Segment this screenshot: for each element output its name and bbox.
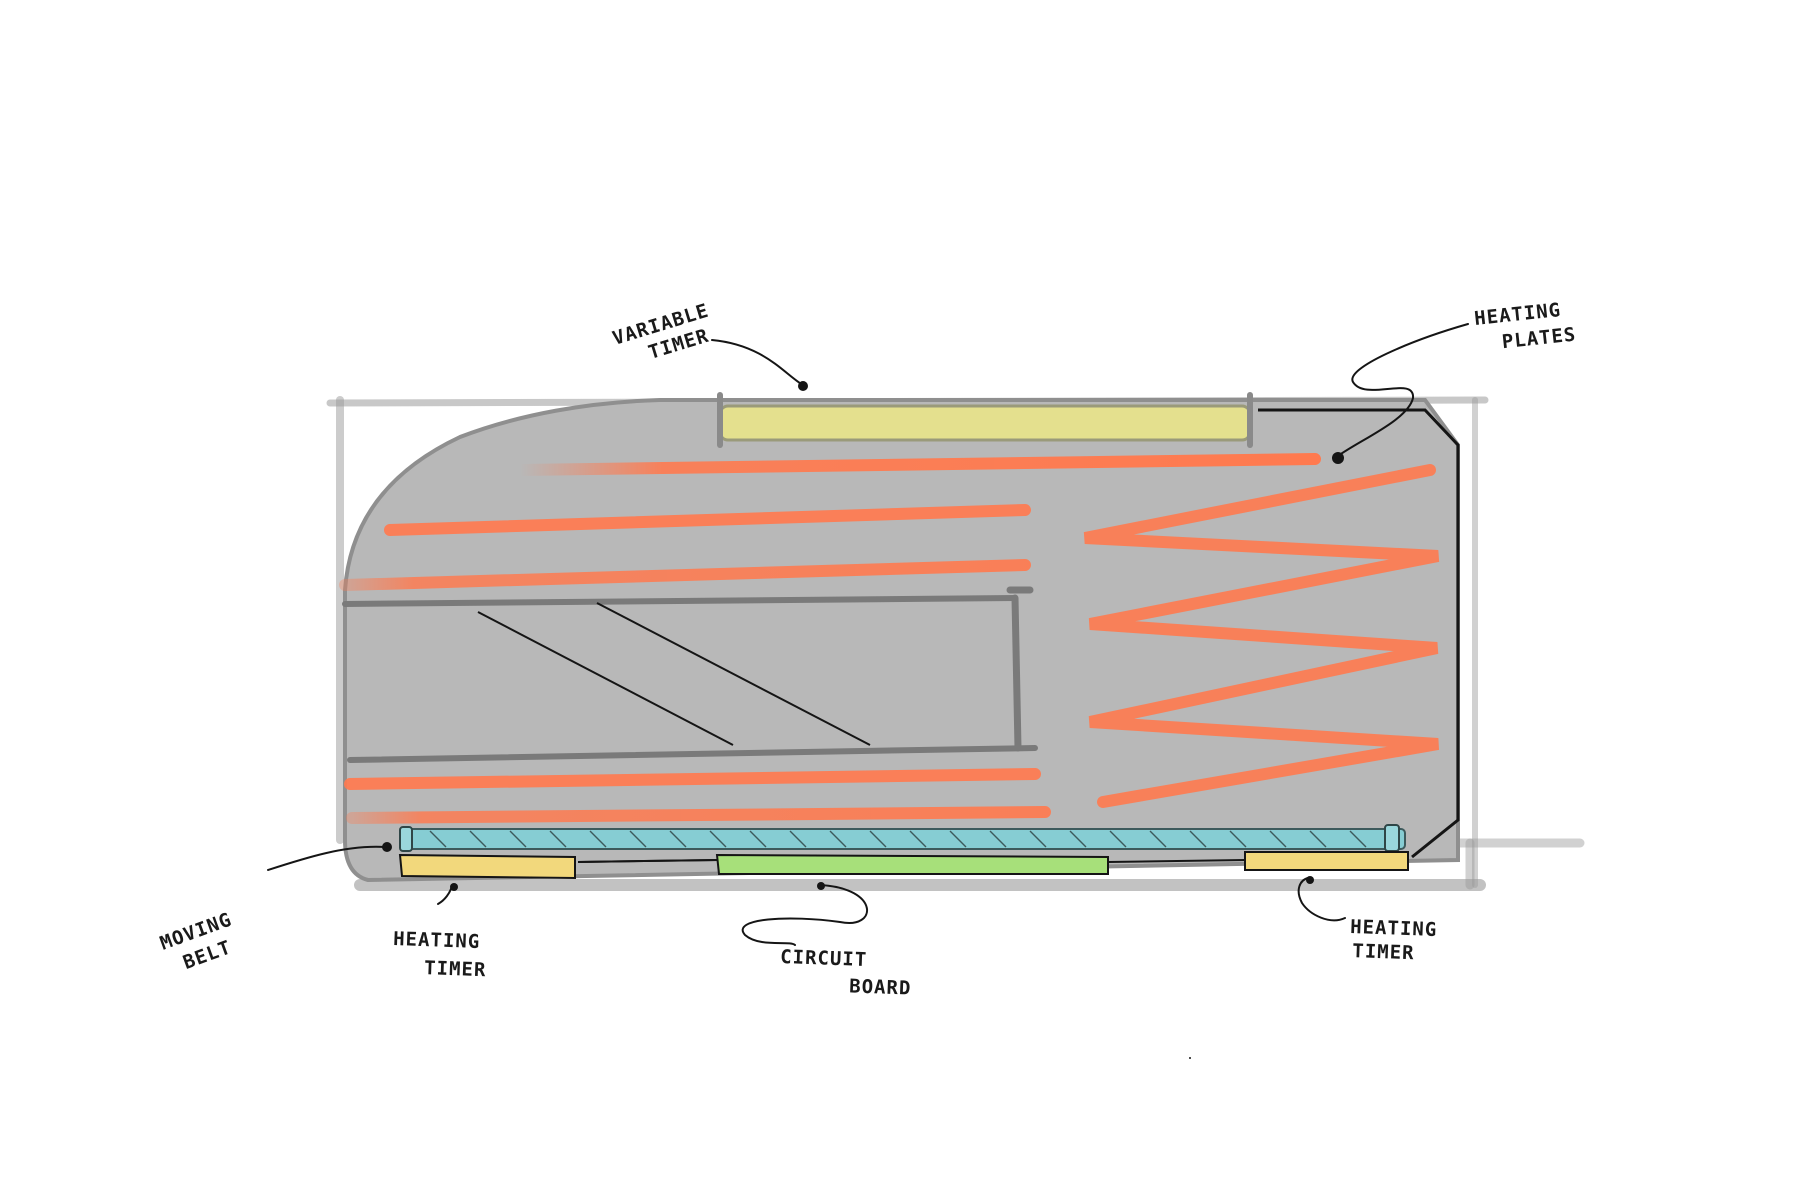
leader-moving-belt	[267, 845, 385, 871]
label-heating-timer-right: HEATING TIMER	[1349, 916, 1450, 965]
circuit-wire	[1107, 859, 1246, 863]
heating-element	[384, 504, 1031, 536]
inner-chamber	[342, 586, 1038, 763]
belt-hatch-mark	[1229, 830, 1247, 848]
leader-heating-plates	[1337, 323, 1469, 457]
belt-hatch-mark	[1309, 830, 1327, 848]
belt-hatch-mark	[1029, 830, 1047, 848]
glass-reflection	[477, 602, 871, 746]
belt-hatch-mark	[469, 830, 487, 848]
heating-timer-right	[1244, 851, 1409, 871]
belt-hatch-mark	[549, 830, 567, 848]
belt-hatch-mark	[1149, 830, 1167, 848]
belt-hatch-mark	[629, 830, 647, 848]
heating-element-zigzag	[1083, 464, 1440, 808]
moving-belt	[399, 824, 1406, 852]
belt-hatch-mark	[1189, 830, 1207, 848]
belt-hatch-mark	[1269, 830, 1287, 848]
belt-hatch-mark	[749, 830, 767, 848]
callout-dots	[382, 381, 1344, 1059]
heating-timer-left	[398, 853, 576, 880]
belt-hatch-mark	[1069, 830, 1087, 848]
variable-timer	[717, 392, 1253, 448]
heating-element	[344, 768, 1041, 790]
leader-heating-timer-right	[1297, 877, 1346, 922]
label-heating-timer-left: HEATING TIMER	[392, 928, 493, 981]
label-moving-belt: MOVING BELT	[157, 904, 255, 979]
label-variable-timer: VARIABLE TIMER	[610, 296, 731, 373]
belt-hatch-mark	[989, 830, 1007, 848]
heating-element-top	[514, 453, 1321, 476]
belt-hatch-mark	[429, 830, 447, 848]
label-heating-plates: HEATING PLATES	[1473, 298, 1577, 356]
wiring	[1258, 408, 1460, 859]
heating-plates	[339, 453, 1440, 824]
heating-element	[339, 559, 1031, 591]
belt-hatch-mark	[789, 830, 807, 848]
leader-variable-timer	[711, 339, 804, 386]
label-circuit-board: CIRCUIT BOARD	[779, 946, 913, 1000]
circuit-board	[715, 853, 1109, 875]
belt-hatch-mark	[829, 830, 847, 848]
belt-hatch-mark	[509, 830, 527, 848]
belt-hatch-mark	[1109, 830, 1127, 848]
heating-element	[346, 806, 1051, 824]
belt-hatch-mark	[709, 830, 727, 848]
belt-hatch-mark	[909, 830, 927, 848]
leader-circuit-board	[741, 884, 868, 946]
callout-leaders	[267, 323, 1469, 946]
belt-hatch-mark	[669, 830, 687, 848]
belt-hatch-mark	[1349, 830, 1367, 848]
belt-hatch-mark	[949, 830, 967, 848]
belt-hatch-mark	[869, 830, 887, 848]
circuit-wire	[577, 859, 719, 863]
belt-hatch-mark	[589, 830, 607, 848]
